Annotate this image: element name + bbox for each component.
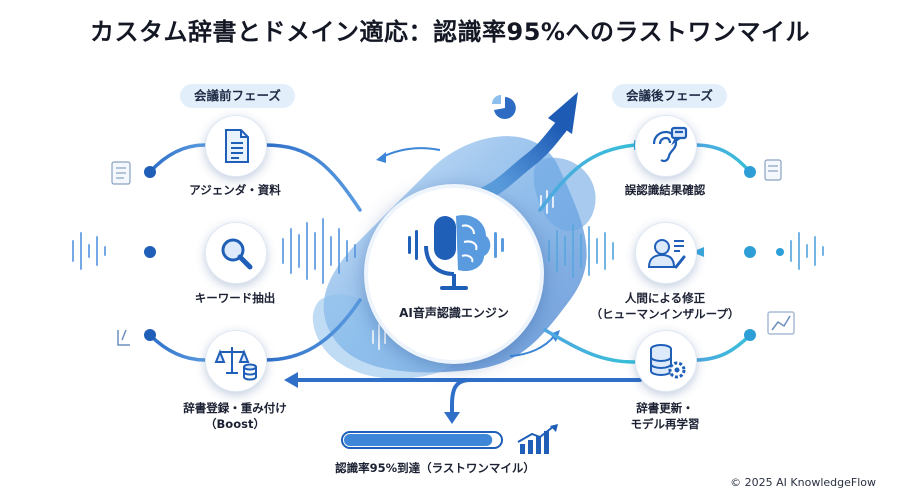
pre-phase-pill: 会議前フェーズ: [180, 84, 295, 108]
post-step-human-label: 人間による修正: [624, 291, 706, 305]
growth-arrow: [463, 92, 578, 207]
ai-engine-label: AI音声認識エンジン: [399, 306, 509, 320]
ai-engine-node: AI音声認識エンジン: [364, 184, 544, 364]
pre-step-keyword-label: キーワード抽出: [194, 291, 276, 305]
post-step-update-node: [635, 330, 697, 392]
database-gear-icon: [650, 344, 686, 379]
pre-step-dictionary-node: [205, 330, 267, 392]
microphone-brain-icon: [408, 215, 504, 290]
magnifier-icon: [221, 238, 253, 270]
post-step-review-label: 誤認識結果確認: [624, 183, 706, 197]
person-edit-icon: [647, 239, 686, 269]
post-phase-flow-lines: [538, 143, 782, 364]
sound-wave-right: [548, 224, 824, 278]
pre-step-dictionary-sublabel: （Boost）: [205, 417, 265, 431]
post-step-human-sublabel: （ヒューマンインザループ）: [590, 307, 740, 321]
post-step-update-sublabel: モデル再学習: [630, 417, 700, 431]
side-doc-icons: [111, 159, 782, 185]
pie-chart-icon: [492, 95, 516, 119]
scale-database-icon: [214, 347, 257, 381]
post-step-update-label: 辞書更新・: [636, 401, 694, 415]
pre-step-dictionary-label: 辞書登録・重み付け: [183, 401, 287, 415]
ear-speech-icon: [652, 126, 688, 163]
goal-progress-fill: [344, 434, 493, 446]
document-icon: [225, 129, 249, 163]
post-step-review-node: [635, 115, 697, 177]
post-step-human-node: [635, 222, 697, 284]
pre-step-agenda-node: [205, 115, 267, 177]
pre-phase-flow-lines: [116, 143, 362, 362]
sound-wave-left: [72, 218, 356, 284]
pre-step-keyword-node: [205, 222, 267, 284]
post-phase-pill: 会議後フェーズ: [612, 84, 727, 108]
goal-label: 認識率95%到達（ラストワンマイル）: [335, 461, 535, 475]
bar-chart-growth-icon: [517, 424, 558, 454]
pre-step-agenda-label: アジェンダ・資料: [189, 183, 281, 197]
goal-progress-bar: [341, 424, 558, 454]
feedback-arrow: [288, 378, 642, 414]
copyright-text: © 2025 AI KnowledgeFlow: [730, 476, 876, 489]
page-title: カスタム辞書とドメイン適応：認識率95%へのラストワンマイル: [90, 18, 810, 46]
